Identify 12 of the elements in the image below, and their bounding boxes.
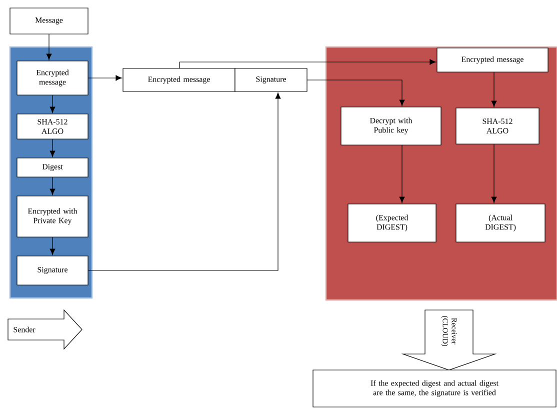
arrow — [50, 139, 56, 157]
arrow — [179, 59, 436, 68]
arrow — [50, 237, 56, 255]
arrow — [46, 34, 52, 60]
arrow — [307, 80, 405, 106]
arrow — [491, 72, 497, 107]
arrow — [491, 144, 497, 203]
arrow — [88, 75, 122, 81]
arrow — [88, 92, 281, 271]
arrow — [399, 145, 405, 203]
arrow — [50, 95, 56, 113]
arrow — [50, 177, 56, 195]
